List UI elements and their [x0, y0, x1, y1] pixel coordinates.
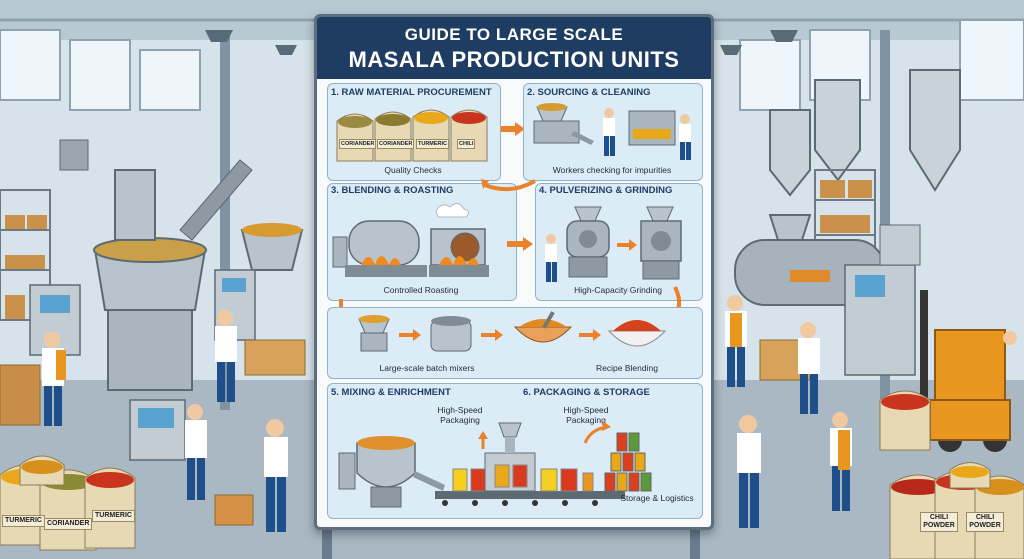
step-6-caption: High-Speed Packaging — [563, 405, 609, 425]
roasters-illustration — [332, 203, 489, 277]
arrow-icon — [481, 179, 536, 192]
grinders-illustration — [545, 206, 682, 282]
step-3-label: 3. BLENDING & ROASTING — [331, 185, 454, 196]
arrow-icon — [507, 237, 533, 251]
sack-label-chili-1: CHILI POWDER — [920, 512, 958, 532]
step-4-label: 4. PULVERIZING & GRINDING — [539, 185, 673, 196]
cleaning-machines-illustration — [533, 103, 691, 160]
sack-label-1: CORIANDER — [339, 139, 377, 149]
step-3-caption: Controlled Roasting — [383, 285, 459, 295]
batch-mixers-illustration — [358, 311, 667, 352]
sack-label-4: CHILI — [457, 139, 476, 149]
sack-label-turmeric-2: TURMERIC — [92, 510, 135, 522]
step-5-label: 5. MIXING & ENRICHMENT — [331, 387, 451, 398]
board-stand-right — [690, 524, 700, 559]
storage-caption: Storage & Logistics — [620, 493, 694, 503]
sack-label-turmeric: TURMERIC — [2, 515, 45, 527]
step-2-caption: Workers checking for impurities — [552, 165, 672, 175]
spice-sacks-illustration — [336, 109, 488, 162]
sack-label-chili-2: CHILI POWDER — [966, 512, 1004, 532]
packaging-line-illustration — [338, 421, 652, 508]
board-header: GUIDE TO LARGE SCALE MASALA PRODUCTION U… — [317, 17, 711, 79]
workers — [42, 295, 1017, 532]
board-stand-left — [322, 524, 332, 559]
batch-caption-right: Recipe Blending — [596, 363, 658, 373]
title-line-2: MASALA PRODUCTION UNITS — [348, 47, 680, 72]
sack-label-2: CORIANDER — [377, 139, 415, 149]
sack-label-coriander: CORIANDER — [44, 518, 93, 530]
batch-caption-left: Large-scale batch mixers — [379, 363, 475, 373]
step-4-caption: High-Capacity Grinding — [574, 285, 662, 295]
step-2-label: 2. SOURCING & CLEANING — [527, 87, 651, 98]
arrow-icon — [501, 122, 525, 136]
step-1-label: 1. RAW MATERIAL PROCUREMENT — [331, 87, 492, 98]
title-line-1: GUIDE TO LARGE SCALE — [404, 25, 624, 44]
sack-label-3: TURMERIC — [416, 139, 450, 149]
step-6-label: 6. PACKAGING & STORAGE — [523, 387, 650, 398]
step-5-caption: High-Speed Packaging — [437, 405, 483, 425]
infographic-board: GUIDE TO LARGE SCALE MASALA PRODUCTION U… — [314, 14, 714, 530]
step-1-caption: Quality Checks — [384, 165, 442, 175]
